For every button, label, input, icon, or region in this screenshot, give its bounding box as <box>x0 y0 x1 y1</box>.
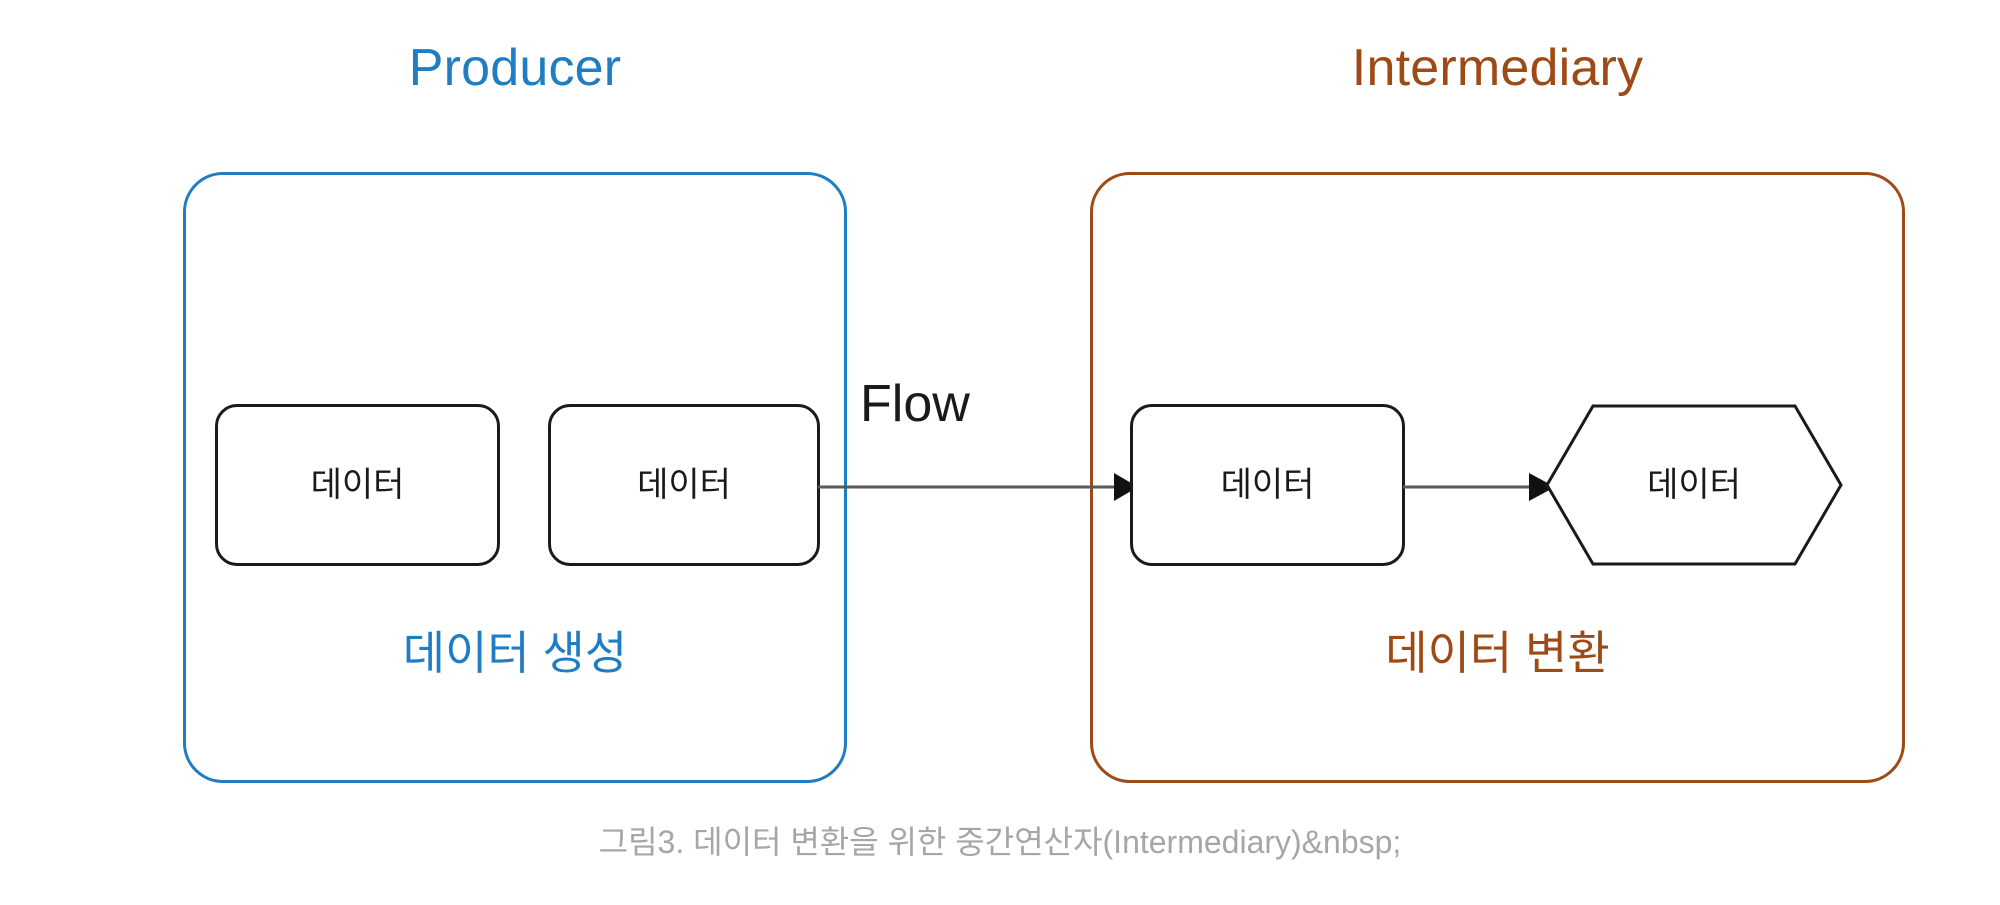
producer-data-node-1-label: 데이터 <box>310 466 405 504</box>
intermediary-group-title: Intermediary <box>1351 39 1644 97</box>
intermediary-data-node-1-label: 데이터 <box>1220 466 1315 504</box>
intermediary-group-footer-label: 데이터 변환 <box>1385 627 1610 679</box>
flow-connector-label: Flow <box>860 375 970 433</box>
intermediary-group-container <box>1090 172 1905 783</box>
producer-group-container <box>183 172 847 783</box>
producer-data-node-2-label: 데이터 <box>637 466 731 504</box>
producer-group-footer-label: 데이터 생성 <box>402 627 628 679</box>
producer-data-node-2[interactable]: 데이터 <box>548 404 820 566</box>
flow-arrow <box>818 455 1138 519</box>
transform-arrow-head <box>1529 473 1555 501</box>
intermediary-data-node-hexagon[interactable]: 데이터 <box>1545 404 1843 566</box>
transform-arrow <box>1403 455 1555 519</box>
producer-group-title: Producer <box>408 39 622 97</box>
intermediary-data-node-1[interactable]: 데이터 <box>1130 404 1405 566</box>
flow-arrow-head <box>1114 473 1138 501</box>
intermediary-data-node-hexagon-label: 데이터 <box>1647 466 1741 504</box>
figure-caption: 그림3. 데이터 변환을 위한 중간연산자(Intermediary)&nbsp… <box>598 824 1402 860</box>
hexagon-shape-icon <box>1545 404 1843 566</box>
producer-data-node-1[interactable]: 데이터 <box>215 404 500 566</box>
